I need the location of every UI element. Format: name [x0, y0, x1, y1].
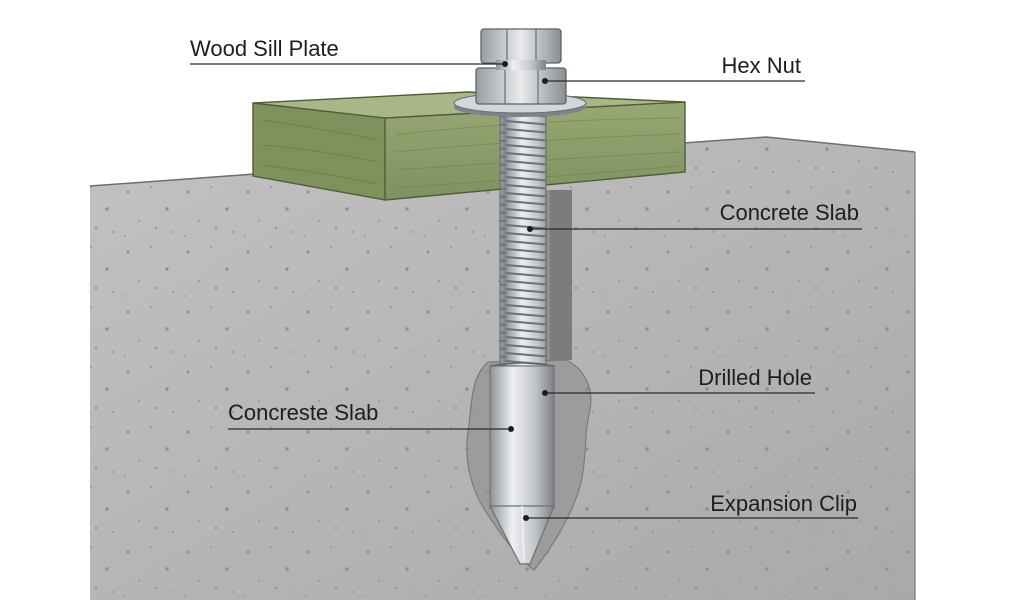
cone-tip: [489, 505, 555, 565]
anchor-bolt: [489, 104, 555, 565]
top-nut: [480, 28, 562, 64]
expansion-sleeve: [489, 365, 555, 509]
label-concrete-slab-left: Concreste Slab: [228, 400, 378, 425]
dot-concrete-slab-right: [527, 226, 533, 232]
hardware-stack: [453, 28, 587, 117]
dot-drilled-hole: [542, 390, 548, 396]
top-nut-facets: [506, 29, 537, 63]
label-wood-sill-plate: Wood Sill Plate: [190, 36, 339, 61]
cone-highlight: [521, 505, 525, 563]
leader-dots: [502, 61, 548, 521]
leaders: [190, 63, 862, 519]
threaded-rod: [499, 104, 547, 368]
hex-nut-facets: [504, 68, 539, 104]
dot-concrete-slab-left: [508, 426, 514, 432]
dot-hex-nut: [542, 78, 548, 84]
label-drilled-hole: Drilled Hole: [698, 365, 812, 390]
rod-stub: [496, 60, 546, 70]
wood-end-grain: [261, 119, 379, 185]
sleeve-rim: [489, 362, 555, 367]
dot-wood-sill-plate: [502, 61, 508, 67]
label-hex-nut: Hex Nut: [722, 53, 801, 78]
label-expansion-clip: Expansion Clip: [710, 491, 857, 516]
dot-expansion-clip: [523, 515, 529, 521]
label-concrete-slab-right: Concrete Slab: [720, 200, 859, 225]
hex-nut: [475, 67, 567, 105]
hole-shadow: [550, 190, 572, 360]
